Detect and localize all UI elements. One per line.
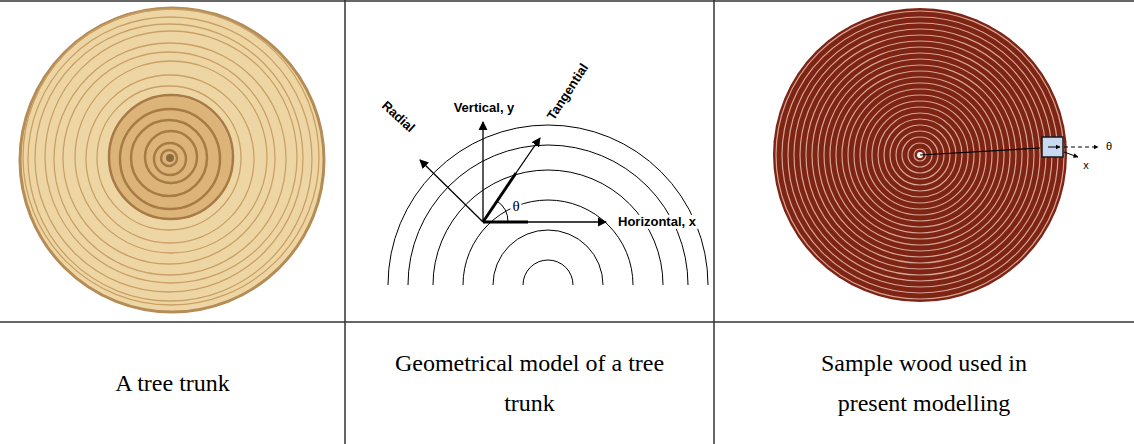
annual-ring: [109, 95, 233, 219]
ring-arc: [493, 230, 603, 285]
table-cell: Sample wood used in present modelling: [714, 0, 1134, 444]
table-cell: A tree trunk: [0, 0, 345, 444]
sample-ring: [788, 23, 1052, 287]
position-line: [920, 148, 1040, 155]
axis-label: Tangential: [543, 60, 592, 125]
annual-ring: [23, 9, 319, 305]
angle-arc: [497, 201, 508, 222]
angle-label: θ: [1104, 140, 1114, 152]
sample-ring: [776, 11, 1064, 299]
annual-ring: [35, 24, 303, 292]
annual-ring: [54, 43, 286, 275]
annual-ring: [86, 75, 254, 243]
annual-ring: [63, 52, 275, 264]
horizontal-axis: [483, 221, 606, 222]
theta-arrow: [1064, 147, 1098, 148]
sample-wood: [773, 8, 1067, 302]
axis-label: Vertical, y: [452, 101, 517, 115]
annual-ring: [120, 109, 220, 209]
annual-ring: [154, 143, 186, 175]
ring-arc: [388, 125, 708, 285]
sample-ring: [782, 17, 1058, 293]
inner-arrow: [1048, 147, 1060, 148]
sample-markers: [920, 137, 1098, 157]
tree-trunk-picture: [20, 8, 324, 312]
radial-axis: [420, 160, 483, 222]
annual-ring: [161, 150, 177, 166]
trunk-face: [20, 8, 324, 312]
annual-ring: [75, 61, 267, 253]
sample-disc: [773, 8, 1067, 302]
annual-ring: [28, 17, 312, 301]
panel-caption: Geometrical model of a tree trunk: [390, 343, 670, 423]
panel-caption: A tree trunk: [23, 363, 323, 403]
reference-line: [483, 221, 528, 224]
annual-ring: [97, 86, 241, 230]
pith: [166, 154, 174, 162]
sample-square: [1042, 137, 1063, 157]
axis-label: Radial: [377, 97, 419, 136]
annual-ring: [45, 31, 297, 283]
growth-ring-arcs: [388, 125, 708, 285]
geometric-model: [388, 122, 708, 285]
annual-ring: [145, 131, 197, 183]
x-arrow: [1064, 152, 1078, 157]
vertical-axis: [482, 122, 483, 222]
sample-ring: [794, 29, 1046, 281]
angle-label: θ: [510, 198, 521, 215]
tangential-axis: [516, 138, 540, 173]
panel-caption: Sample wood used in present modelling: [794, 343, 1054, 423]
sample-ring: [800, 35, 1040, 275]
annual-ring: [131, 120, 207, 196]
axis-label: x: [1081, 159, 1091, 171]
axis-label: Horizontal, x: [616, 215, 698, 229]
heartwood: [108, 96, 232, 220]
ring-arc: [523, 260, 573, 285]
